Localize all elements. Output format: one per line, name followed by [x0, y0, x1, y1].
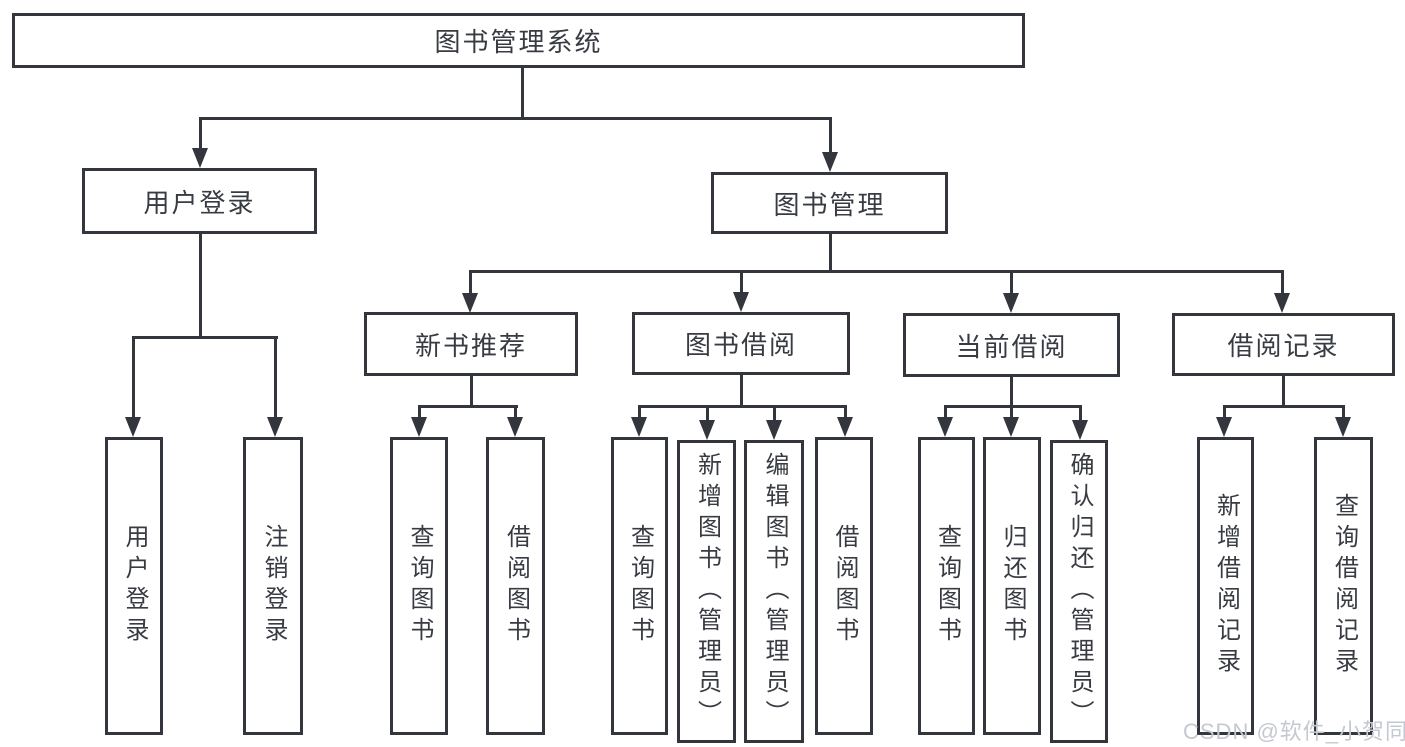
leaf-confirm-return-admin: 确认归还（管理员） [1050, 440, 1108, 743]
connector-to-borrow-records [1281, 270, 1284, 296]
connector-to-leaf [706, 405, 709, 423]
node-new-book-recommend: 新书推荐 [364, 312, 578, 376]
connector-user-login-branch [132, 336, 278, 339]
connector-branch [944, 405, 1082, 408]
connector-to-leaf [1010, 405, 1013, 421]
connector-to-leaf [844, 405, 847, 421]
arrowhead-down-icon [631, 417, 647, 437]
connector-branch [638, 405, 847, 408]
leaf-label: 借阅图书 [502, 524, 530, 648]
node-library-management-system: 图书管理系统 [12, 13, 1025, 68]
node-label: 用户登录 [143, 187, 256, 218]
node-label: 借阅记录 [1227, 331, 1340, 361]
leaf-add-borrow-record: 新增借阅记录 [1197, 437, 1254, 735]
connector-to-book-borrow [740, 270, 743, 296]
arrowhead-down-icon [411, 417, 427, 437]
leaf-label: 注销登录 [260, 524, 287, 648]
leaf-label: 查询借阅记录 [1330, 493, 1358, 679]
leaf-label: 新增借阅记录 [1212, 493, 1240, 679]
leaf-edit-book-admin: 编辑图书（管理员） [744, 440, 804, 743]
arrowhead-down-icon [1216, 417, 1232, 437]
node-book-borrow: 图书借阅 [632, 312, 850, 375]
connector-to-leaf [1342, 405, 1345, 421]
leaf-label: 查询图书 [933, 524, 961, 648]
connector-user-login-stem [199, 233, 202, 338]
arrowhead-down-icon [733, 292, 749, 312]
leaf-label: 查询图书 [626, 524, 654, 648]
arrowhead-down-icon [1003, 417, 1019, 437]
node-user-login: 用户登录 [82, 168, 317, 234]
connector-to-current-borrow [1010, 270, 1013, 296]
leaf-label: 新增图书（管理员） [693, 452, 721, 731]
arrowhead-down-icon [507, 417, 523, 437]
connector-root-stem [521, 68, 524, 118]
leaf-add-book-admin: 新增图书（管理员） [677, 440, 736, 743]
connector-to-new-book-recommend [469, 270, 472, 296]
node-label: 当前借阅 [955, 331, 1068, 362]
leaf-logout-login: 注销登录 [243, 437, 303, 735]
connector-branch [1223, 405, 1345, 408]
leaf-label: 确认归还（管理员） [1066, 452, 1093, 731]
node-borrow-records: 借阅记录 [1172, 313, 1395, 376]
leaf-label: 查询图书 [406, 524, 433, 648]
leaf-query-books-current: 查询图书 [918, 437, 975, 735]
arrowhead-down-icon [1003, 293, 1019, 313]
leaf-borrow-books-recommend: 借阅图书 [486, 437, 545, 735]
leaf-query-books-borrow: 查询图书 [611, 437, 668, 735]
connector-to-leaf [638, 405, 641, 421]
node-label: 新书推荐 [414, 330, 527, 361]
leaf-query-books-recommend: 查询图书 [390, 437, 448, 735]
connector-book-management-stem [829, 234, 832, 272]
connector-stem [740, 374, 743, 408]
node-label: 图书管理系统 [434, 27, 603, 57]
connector-to-leaf [132, 336, 135, 420]
csdn-watermark: CSDN @软件_小贺同学 [1183, 719, 1405, 744]
arrowhead-down-icon [462, 293, 478, 313]
arrowhead-down-icon [1072, 420, 1088, 440]
node-current-borrow: 当前借阅 [903, 313, 1120, 377]
connector-to-leaf [418, 405, 421, 421]
leaf-user-login: 用户登录 [105, 437, 163, 735]
arrowhead-down-icon [267, 417, 283, 437]
connector-stem [1010, 377, 1013, 408]
leaf-label: 编辑图书（管理员） [761, 452, 788, 731]
leaf-label: 用户登录 [121, 524, 148, 648]
connector-stem [1282, 375, 1285, 408]
connector-to-leaf [1223, 405, 1226, 421]
node-book-management: 图书管理 [711, 172, 948, 234]
node-label: 图书管理 [773, 189, 886, 220]
arrowhead-down-icon [837, 417, 853, 437]
connector-to-leaf [1079, 405, 1082, 423]
connector-to-leaf [514, 405, 517, 421]
connector-level3-branch [469, 270, 1284, 273]
arrowhead-down-icon [192, 148, 208, 168]
connector-to-book-management [829, 117, 832, 155]
connector-branch [418, 405, 518, 408]
leaf-query-borrow-record: 查询借阅记录 [1314, 437, 1373, 735]
arrowhead-down-icon [937, 417, 953, 437]
arrowhead-down-icon [822, 152, 838, 172]
leaf-label: 归还图书 [999, 524, 1026, 648]
connector-stem [470, 376, 473, 408]
connector-level2-branch [199, 117, 832, 120]
connector-to-leaf [274, 336, 277, 420]
connector-to-leaf [773, 405, 776, 423]
leaf-return-book: 归还图书 [983, 437, 1041, 735]
connector-to-leaf [944, 405, 947, 421]
arrowhead-down-icon [125, 417, 141, 437]
arrowhead-down-icon [1274, 293, 1290, 313]
arrowhead-down-icon [699, 420, 715, 440]
arrowhead-down-icon [1335, 417, 1351, 437]
node-label: 图书借阅 [684, 330, 797, 360]
arrowhead-down-icon [766, 420, 782, 440]
leaf-borrow-books: 借阅图书 [815, 437, 873, 735]
leaf-label: 借阅图书 [831, 524, 858, 648]
connector-to-user-login [199, 117, 202, 152]
